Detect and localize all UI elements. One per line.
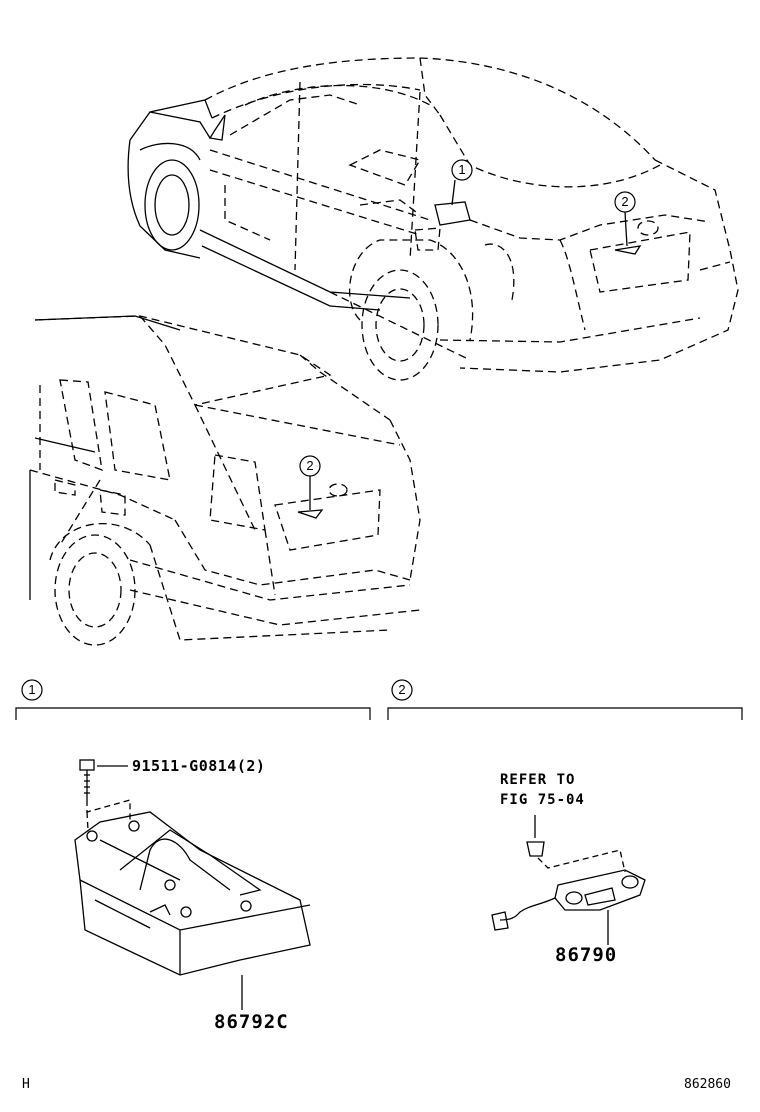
wagon-callout-2: 2: [306, 458, 314, 473]
callout-circles: [21, 159, 636, 701]
refer-note-line1: REFER TO: [500, 772, 576, 788]
section-callout-1: 1: [28, 682, 36, 697]
wagon-illustration: [29, 315, 421, 646]
camera-part-number[interactable]: 86790: [555, 944, 618, 966]
camera-part-illustration: [491, 815, 646, 945]
bracket-part-number[interactable]: 86792C: [214, 1011, 289, 1033]
footer-figure-number: 862860: [684, 1077, 731, 1092]
sedan-callout-2: 2: [621, 194, 629, 209]
footer-left-code: H: [22, 1077, 30, 1092]
bracket-part-illustration: [74, 759, 311, 1010]
section-callout-2: 2: [398, 682, 406, 697]
section-brackets: [15, 707, 743, 720]
sedan-callout-1: 1: [458, 162, 466, 177]
sedan-illustration: [127, 57, 739, 381]
bolt-part-number[interactable]: 91511-G0814(2): [132, 757, 266, 775]
refer-note-line2[interactable]: FIG 75-04: [500, 792, 585, 808]
